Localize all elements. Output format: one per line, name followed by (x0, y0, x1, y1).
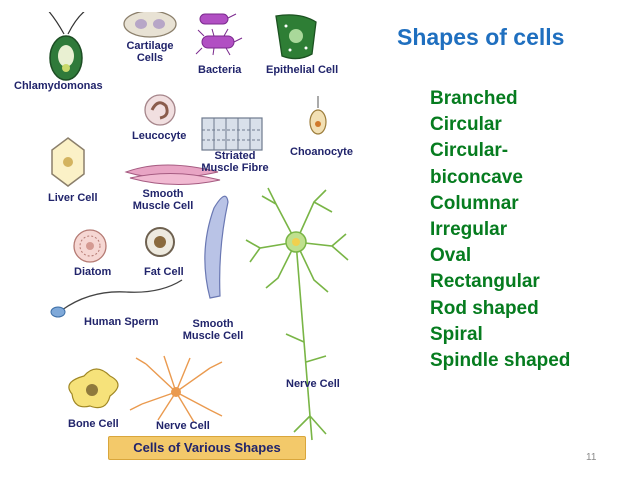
leucocyte-drawing (144, 94, 176, 126)
diatom-drawing (73, 229, 107, 263)
label-diatom: Diatom (74, 266, 112, 278)
label-cartilage-line1: Cartilage (126, 40, 174, 52)
label-nerve-large: Nerve Cell (286, 378, 340, 390)
figure-caption: Cells of Various Shapes (108, 436, 306, 460)
list-item: Rectangular (430, 271, 540, 293)
smooth-muscle-drawing-small (124, 164, 221, 185)
cell-shape-list: Branched Circular Circular- biconcave Co… (430, 86, 570, 374)
label-smooth-a-line2: Muscle Cell (132, 200, 194, 212)
nerve-cell-drawing-small (129, 355, 223, 423)
list-item: Irregular (430, 219, 508, 241)
label-leucocyte: Leucocyte (132, 130, 187, 142)
nerve-cell-small-body (171, 387, 181, 397)
list-item: Branched (430, 88, 518, 109)
label-bone: Bone Cell (68, 418, 119, 430)
label-striated-line1: Striated (214, 150, 256, 162)
cell-drawings (48, 12, 349, 441)
list-item: Circular (430, 114, 502, 136)
label-liver: Liver Cell (48, 192, 98, 204)
list-item: Rod shaped (430, 297, 539, 319)
list-item: Spindle shaped (430, 350, 571, 372)
list-item: Spiral (430, 323, 483, 345)
label-smooth-b-line1: Smooth (192, 318, 234, 330)
liver-cell-drawing (51, 137, 85, 187)
label-smooth-a-line1: Smooth (142, 188, 184, 200)
label-smooth-b-line2: Muscle Cell (182, 330, 244, 342)
human-sperm-drawing (50, 279, 183, 318)
label-nerve-small: Nerve Cell (156, 420, 210, 432)
label-fat: Fat Cell (144, 266, 184, 278)
cartilage-drawing (123, 12, 177, 38)
label-striated-line2: Muscle Fibre (201, 162, 269, 174)
list-item: biconcave (430, 166, 523, 188)
nerve-cell-body (285, 231, 307, 253)
bone-cell-drawing (68, 368, 119, 409)
label-epithelial: Epithelial Cell (266, 64, 339, 76)
label-chlamydomonas: Chlamydomonas (14, 80, 103, 92)
cell-shapes-illustration: Chlamydomonas Cartilage Cells Bacteria E… (14, 12, 382, 462)
striated-muscle-drawing (201, 117, 263, 151)
list-item: Oval (430, 245, 472, 267)
choanocyte-drawing (309, 96, 327, 135)
epithelial-drawing (275, 14, 317, 60)
fat-cell-drawing (145, 227, 175, 257)
label-sperm: Human Sperm (84, 316, 159, 328)
label-bacteria: Bacteria (198, 64, 242, 76)
chlamydomonas-drawing (48, 12, 85, 81)
list-item: Columnar (430, 192, 519, 214)
list-item: Circular- (430, 140, 509, 162)
slide-number: 11 (586, 452, 597, 463)
nerve-cell-drawing-large (245, 187, 349, 441)
slide-title: Shapes of cells (397, 24, 565, 50)
label-choanocyte: Choanocyte (290, 146, 353, 158)
label-cartilage-line2: Cells (136, 52, 164, 64)
bacteria-drawing (195, 13, 243, 56)
smooth-muscle-drawing-long (204, 195, 229, 299)
